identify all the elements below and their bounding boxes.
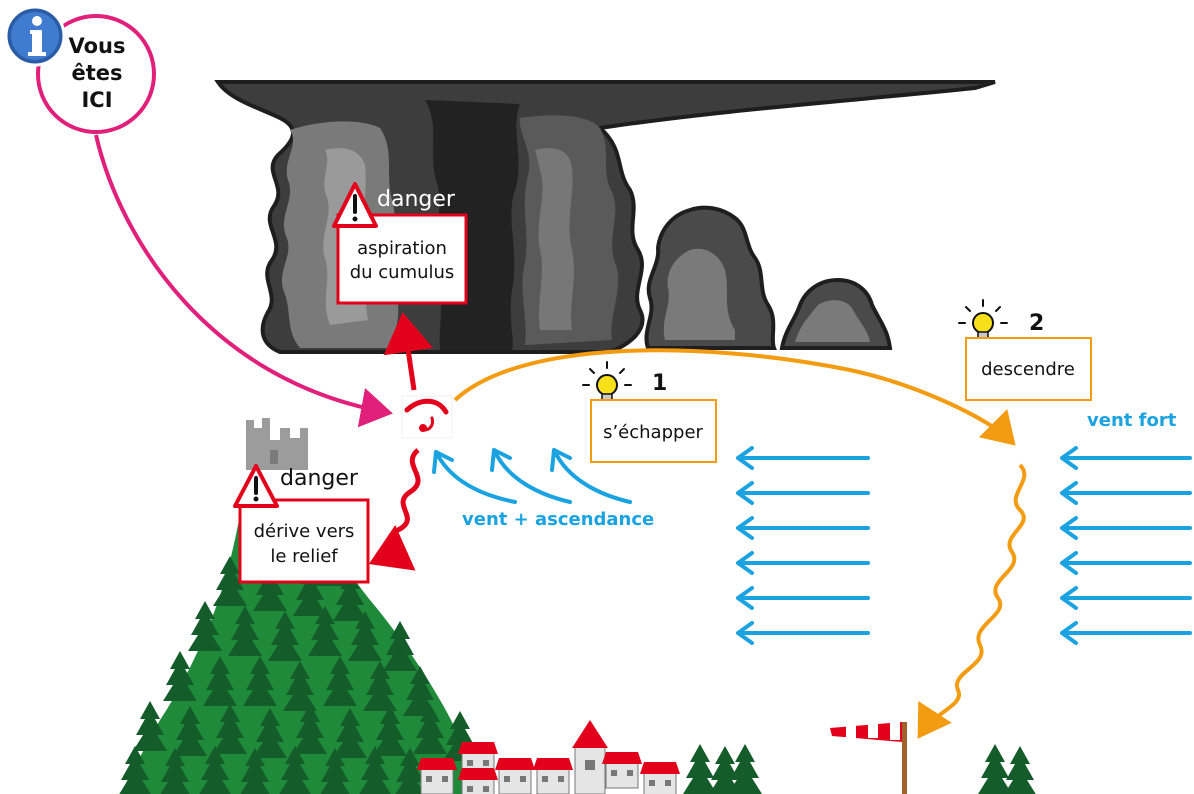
tip-descend-label: descendre <box>981 359 1075 380</box>
ascending-wind-arrow <box>432 450 517 504</box>
warning-icon <box>332 182 378 228</box>
drift-to-relief-arrow <box>368 448 421 571</box>
wind-arrow <box>1060 481 1192 505</box>
tiny-cumulus-cloud <box>779 277 893 350</box>
wind-arrow <box>1060 621 1192 645</box>
tip-descend-callout: 2 descendre <box>958 299 1092 401</box>
warning-icon <box>233 464 279 508</box>
wind-arrow <box>736 516 870 540</box>
ascending-wind-arrow <box>550 448 632 504</box>
wind-arrow <box>736 551 870 575</box>
paraglider-icon <box>401 395 453 439</box>
you-are-here-line1: Vous <box>69 34 126 58</box>
you-are-here-bubble: Vous êtes ICI <box>4 5 156 134</box>
wind-arrow <box>1060 516 1192 540</box>
strong-wind-arrows-right <box>1060 446 1192 645</box>
castle-ruin <box>246 418 308 470</box>
wind-arrow <box>736 586 870 610</box>
tip-escape-callout: 1 s’échapper <box>582 361 717 463</box>
strong-wind-arrows-middle <box>736 446 870 645</box>
escape-path-arrow <box>453 348 1016 446</box>
cumulonimbus-cloud <box>214 80 996 354</box>
danger-relief-box <box>238 498 370 584</box>
danger-cumulus-line1: aspiration <box>357 238 447 259</box>
wind-arrow <box>1060 446 1192 470</box>
tip-escape-box <box>590 399 717 463</box>
small-cumulus-cloud <box>644 205 777 350</box>
danger-cumulus-title: danger <box>377 187 456 212</box>
cumulus-suction-arrow <box>383 312 434 391</box>
you-are-here-arrow <box>94 134 393 428</box>
descend-path-arrow <box>917 463 1027 739</box>
tip-escape-label: s’échapper <box>603 422 703 443</box>
wind-arrow <box>736 481 870 505</box>
strong-wind-label: vent fort <box>1087 410 1177 431</box>
danger-relief-title: danger <box>280 466 359 491</box>
lightbulb-icon <box>582 361 632 404</box>
wind-arrow <box>736 446 870 470</box>
lightbulb-icon <box>958 299 1008 342</box>
wind-arrow <box>1060 551 1192 575</box>
tip-descend-number: 2 <box>1029 311 1044 336</box>
church <box>572 720 608 794</box>
valley-trees <box>683 744 1037 794</box>
village <box>416 720 681 794</box>
ascending-wind-arrow <box>490 448 572 504</box>
danger-cumulus-callout: danger aspiration du cumulus <box>332 182 468 305</box>
you-are-here-line3: ICI <box>81 88 112 112</box>
danger-relief-line1: dérive vers <box>254 521 355 542</box>
ascending-wind-arrows <box>432 448 632 504</box>
danger-relief-line2: le relief <box>270 546 338 567</box>
wind-arrow <box>736 621 870 645</box>
info-icon <box>4 5 66 67</box>
danger-cumulus-line2: du cumulus <box>350 262 455 283</box>
wind-arrow <box>1060 586 1192 610</box>
tip-escape-number: 1 <box>652 371 667 396</box>
wind-ascendance-label: vent + ascendance <box>462 509 654 530</box>
you-are-here-line2: êtes <box>71 61 122 85</box>
windsock <box>830 722 907 794</box>
tip-descend-box <box>965 337 1092 401</box>
forested-mountain <box>118 515 480 794</box>
danger-relief-callout: danger dérive vers le relief <box>233 464 370 584</box>
danger-cumulus-box <box>336 213 468 305</box>
